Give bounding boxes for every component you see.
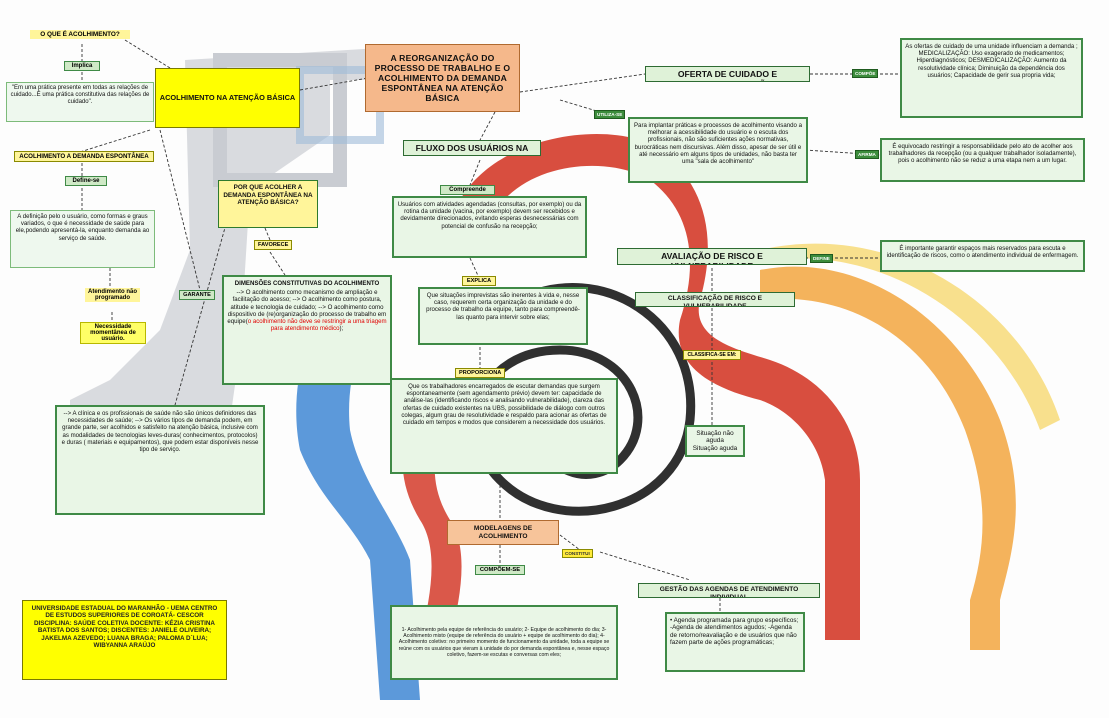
- trabalhadores-escuta-box[interactable]: Que os trabalhadores encarregados de esc…: [390, 378, 618, 474]
- oferta-cuidado-node[interactable]: OFERTA DE CUIDADO E DESMEDICALIZAÇÃO: [645, 66, 810, 82]
- blue-figure: [296, 300, 420, 700]
- connector-lines: [79, 39, 900, 612]
- define-tag: DEFINE: [810, 254, 833, 263]
- credits-box: UNIVERSIDADE ESTADUAL DO MARANHÃO - UEMA…: [22, 600, 227, 680]
- afirma-tag: AFIRMA: [855, 150, 879, 159]
- compoem-se-label: COMPÕEM-SE: [475, 565, 525, 575]
- dimensoes-body: --> O acolhimento como mecanismo de ampl…: [227, 289, 387, 325]
- fluxo-usuarios-node[interactable]: FLUXO DOS USUÁRIOS NA UBS: [403, 140, 541, 156]
- espacos-reservados-box[interactable]: É importante garantir espaços mais reser…: [880, 240, 1085, 272]
- dimensoes-constitutivas-box[interactable]: DIMENSÕES CONSTITUTIVAS DO ACOLHIMENTO -…: [222, 275, 392, 385]
- definition-quote-box[interactable]: "Em uma prática presente em todas as rel…: [6, 82, 154, 122]
- modelagens-acolhimento-node[interactable]: MODELAGENS DE ACOLHIMENTO: [447, 520, 559, 545]
- modelagens-list-box[interactable]: 1- Acolhimento pela equipe de referência…: [390, 605, 618, 680]
- por-que-acolher-node[interactable]: POR QUE ACOLHER A DEMANDA ESPONTÂNEA NA …: [218, 180, 318, 228]
- reorganizacao-processo-node[interactable]: A REORGANIZAÇÃO DO PROCESSO DE TRABALHO …: [365, 44, 520, 112]
- situacoes-imprevistas-box[interactable]: Que situações imprevistas são inerentes …: [418, 287, 588, 345]
- classificacao-risco-node[interactable]: CLASSIFICAÇÃO DE RISCO E VULNERABILIDADE: [635, 292, 795, 307]
- dimensoes-title: DIMENSÕES CONSTITUTIVAS DO ACOLHIMENTO: [234, 280, 380, 287]
- gestao-agendas-node[interactable]: GESTÃO DAS AGENDAS DE ATENDIMENTO INDIVI…: [638, 583, 820, 598]
- oferta-desc-box[interactable]: As ofertas de cuidado de uma unidade inf…: [900, 38, 1083, 118]
- define-se-label: Define-se: [65, 176, 107, 186]
- usuarios-agendados-box[interactable]: Usuários com atividades agendadas (consu…: [392, 196, 587, 258]
- acolhimento-demanda-espontanea-node[interactable]: ACOLHIMENTO A DEMANDA ESPONTÂNEA: [14, 151, 154, 162]
- compreende-label: Compreende: [440, 185, 495, 195]
- classifica-se-label: CLASSIFICA-SE EM:: [683, 350, 741, 360]
- garante-label: GARANTE: [179, 290, 215, 300]
- definicao-usuario-box[interactable]: A definição pelo o usuário, como formas …: [10, 210, 155, 268]
- orange-figure: [760, 266, 1016, 650]
- implica-label: Implica: [64, 61, 100, 71]
- situacoes-box[interactable]: Situação não aguda Situação aguda: [685, 425, 745, 457]
- compoe-tag: COMPÕE: [852, 69, 879, 78]
- equivocado-restringir-box[interactable]: É equivocado restringir a responsabilida…: [880, 138, 1085, 182]
- red-figure: [460, 134, 860, 640]
- situacao-nao-aguda: Situação não aguda: [696, 429, 734, 445]
- gray-frame-shape: [70, 48, 392, 470]
- explica-label: EXPLICA: [462, 276, 496, 286]
- implantar-praticas-box[interactable]: Para implantar práticas e processos de a…: [628, 117, 808, 183]
- o-que-e-acolhimento-node[interactable]: O QUE É ACOLHIMENTO?: [30, 30, 130, 39]
- avaliacao-risco-node[interactable]: AVALIAÇÃO DE RISCO E VULNERABILIDADE: [617, 248, 807, 265]
- favorece-label: FAVORECE: [254, 240, 292, 250]
- atendimento-nao-programado-label: Atendimento não programado: [85, 288, 140, 302]
- yellow-band: [760, 243, 1060, 430]
- dimensoes-warning: o acolhimento não deve se restringir a u…: [247, 317, 387, 333]
- acolhimento-atencao-basica-node[interactable]: ACOLHIMENTO NA ATENÇÃO BÁSICA: [155, 68, 300, 128]
- clinica-demandas-box[interactable]: --> A clínica e os profissionais de saúd…: [55, 405, 265, 515]
- necessidade-momentanea-node[interactable]: Necessidade momentânea de usuário.: [80, 322, 146, 344]
- agendas-box[interactable]: • Agenda programada para grupo específic…: [665, 612, 805, 672]
- proporciona-label: PROPORCIONA: [455, 368, 505, 378]
- situacao-aguda: Situação aguda: [692, 444, 738, 452]
- dimensoes-end: );: [339, 325, 344, 333]
- constitui-tag: CONSTITUI: [562, 549, 593, 558]
- utiliza-se-tag: UTILIZA-SE: [594, 110, 626, 119]
